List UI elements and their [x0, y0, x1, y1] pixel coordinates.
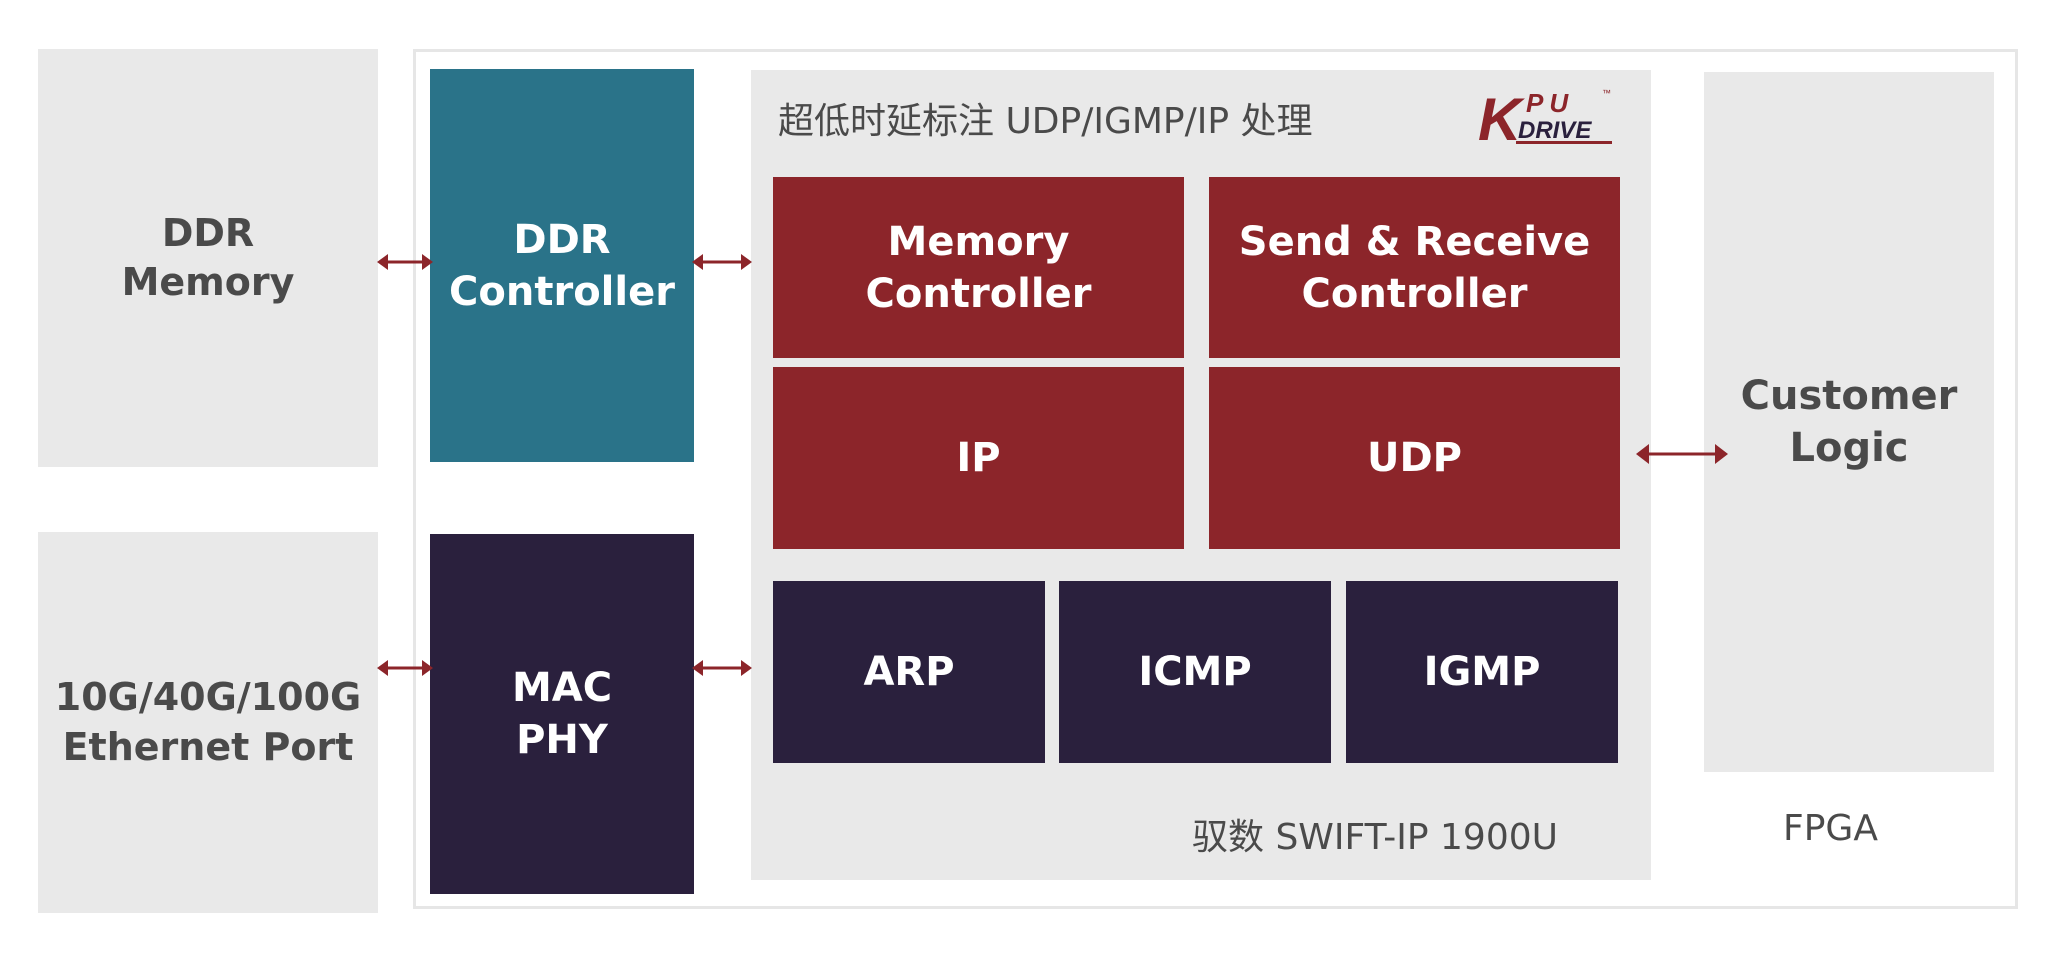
arrow-udp-to-customer-logic: [1636, 444, 1728, 464]
svg-text:K: K: [1478, 86, 1525, 146]
ip-core-title: 超低时延标注 UDP/IGMP/IP 处理: [778, 101, 1313, 142]
ddr-controller-label-line2: Controller: [449, 268, 675, 315]
arp-label: ARP: [863, 649, 955, 695]
udp-block: UDP: [1209, 367, 1620, 549]
arrow-ethernet-to-mac: [377, 660, 433, 676]
memory-controller-block: Memory Controller: [773, 177, 1184, 358]
ethernet-port-block: 10G/40G/100G Ethernet Port: [38, 532, 378, 913]
ethernet-port-label-line1: 10G/40G/100G: [54, 675, 362, 720]
arrow-mac-to-ip-core: [692, 660, 752, 676]
svg-text:DRIVE: DRIVE: [1518, 117, 1592, 144]
ip-block: IP: [773, 367, 1184, 549]
send-receive-label-line1: Send & Receive: [1238, 218, 1591, 265]
ethernet-port-label-line2: Ethernet Port: [62, 724, 354, 769]
memory-controller-label: Memory Controller: [865, 218, 1092, 317]
ddr-memory-label-line1: DDR: [161, 210, 255, 255]
ddr-memory-label-line2: Memory: [121, 260, 295, 304]
ddr-controller-label-line1: DDR: [513, 216, 611, 263]
customer-logic-label-line2: Logic: [1789, 425, 1909, 471]
mac-phy-label-line1: MAC: [511, 665, 613, 711]
ip-label: IP: [956, 435, 1001, 481]
customer-logic-label-line1: Customer: [1740, 373, 1958, 419]
customer-logic-block: Customer Logic: [1704, 72, 1994, 772]
arrow-ddr-controller-to-ip-core: [692, 254, 752, 270]
igmp-label: IGMP: [1423, 649, 1541, 695]
svg-text:™: ™: [1602, 88, 1611, 98]
igmp-block: IGMP: [1346, 581, 1618, 763]
arrow-ddr-memory-to-controller: [377, 254, 433, 270]
svg-text:PU: PU: [1526, 88, 1574, 118]
fpga-label: FPGA: [1783, 808, 1878, 849]
icmp-block: ICMP: [1059, 581, 1331, 763]
send-receive-label-line2: Controller: [1301, 270, 1528, 317]
ip-core-product-name: 驭数 SWIFT-IP 1900U: [1192, 817, 1558, 858]
ddr-memory-block: DDR Memory: [38, 49, 378, 467]
mac-phy-block: MAC PHY: [430, 534, 694, 894]
mac-phy-label-line2: PHY: [516, 717, 608, 763]
udp-label: UDP: [1367, 435, 1462, 481]
ddr-controller-block: DDR Controller: [430, 69, 694, 462]
arp-block: ARP: [773, 581, 1045, 763]
send-receive-controller-block: Send & Receive Controller: [1209, 177, 1620, 358]
icmp-label: ICMP: [1138, 649, 1252, 695]
kpu-drive-logo: K PU ™ DRIVE: [1478, 86, 1612, 146]
